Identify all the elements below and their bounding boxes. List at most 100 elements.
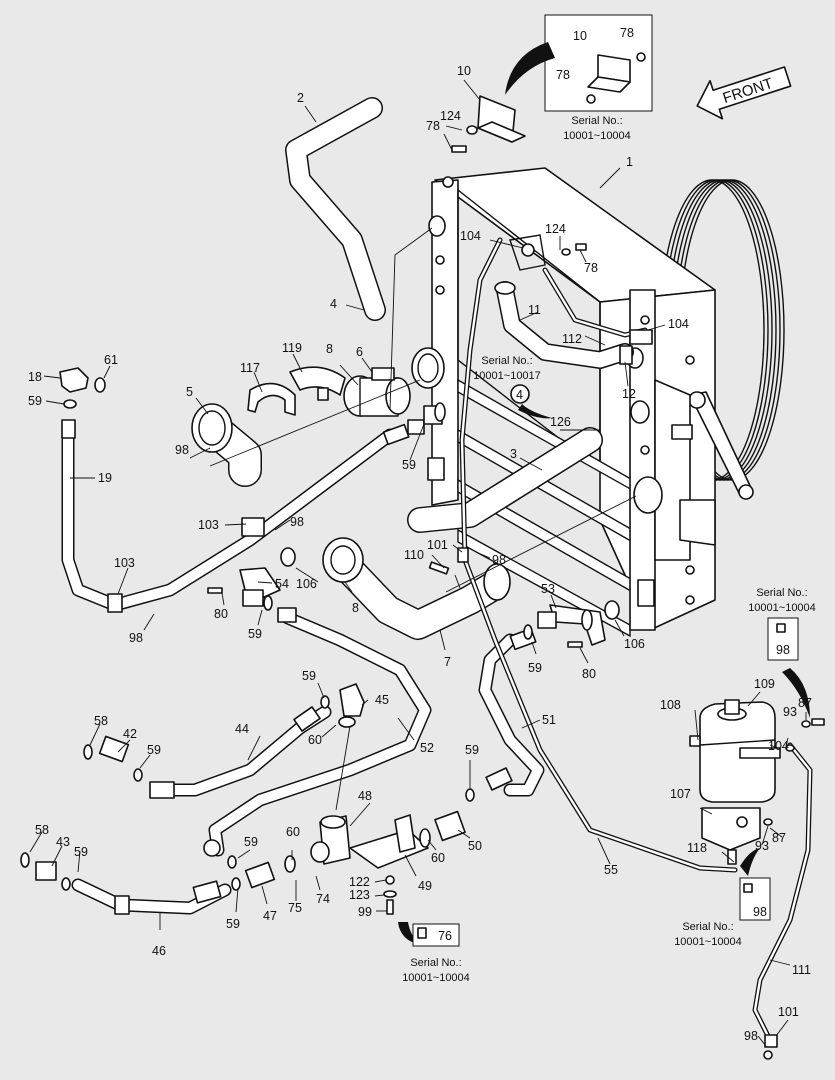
label-119: 119 (282, 341, 302, 355)
tube-55 (462, 557, 738, 873)
label-104b: 104 (668, 317, 689, 331)
circled-4: 4 (516, 388, 523, 402)
serial-bottom-line2: 10001~10004 (402, 972, 470, 984)
serial-note-top: Serial No.: 10001~10004 (563, 115, 631, 142)
label-61: 61 (104, 353, 118, 367)
label-12: 12 (622, 387, 636, 401)
label-47: 47 (263, 909, 277, 923)
label-44: 44 (235, 722, 249, 736)
label-101b: 101 (778, 1005, 799, 1019)
leader-lines (29, 79, 807, 1047)
label-59c: 59 (248, 627, 262, 641)
label-108: 108 (660, 698, 681, 712)
label-42: 42 (123, 727, 137, 741)
inset-label-10: 10 (573, 29, 587, 43)
label-48: 48 (358, 789, 372, 803)
label-60c: 60 (431, 851, 445, 865)
label-124a: 124 (440, 109, 461, 123)
boxed-76: 76 (438, 929, 452, 943)
label-5: 5 (186, 385, 193, 399)
label-46: 46 (152, 944, 166, 958)
label-78b: 78 (584, 261, 598, 275)
label-10: 10 (457, 64, 471, 78)
hose-52 (208, 607, 432, 857)
hose-46 (71, 878, 232, 915)
label-2: 2 (297, 91, 304, 105)
label-103b: 103 (114, 556, 135, 570)
fittings-upper (407, 402, 446, 435)
label-98c: 98 (129, 631, 143, 645)
serial-bottom-line1: Serial No.: (410, 957, 461, 969)
label-43: 43 (56, 835, 70, 849)
label-110: 110 (404, 548, 424, 562)
label-104a: 104 (460, 229, 481, 243)
tube-104-112 (459, 237, 648, 563)
label-1: 1 (626, 155, 633, 169)
label-53: 53 (541, 582, 555, 596)
label-60a: 60 (308, 733, 322, 747)
callout-circle-4: 4 (510, 384, 552, 419)
label-58a: 58 (94, 714, 108, 728)
hose-51 (478, 627, 545, 797)
label-4: 4 (330, 297, 337, 311)
serial-top-line1: Serial No.: (571, 115, 622, 127)
label-123: 123 (349, 888, 370, 902)
serial-rb-line2: 10001~10004 (674, 936, 742, 948)
label-18: 18 (28, 370, 42, 384)
serial-note-right-bottom: 98 Serial No.: 10001~10004 (674, 848, 771, 948)
label-98e: 98 (744, 1029, 758, 1043)
label-3: 3 (510, 447, 517, 461)
label-98d: 98 (492, 553, 506, 567)
serial-mid-line1: Serial No.: (481, 355, 532, 367)
label-51: 51 (542, 713, 556, 727)
label-59j: 59 (226, 917, 240, 931)
hose-5 (191, 366, 411, 487)
label-104c: 104 (768, 739, 789, 753)
label-55: 55 (604, 863, 618, 877)
label-50: 50 (468, 839, 482, 853)
serial-mid-line2: 10001~10017 (473, 370, 541, 382)
label-54: 54 (275, 577, 289, 591)
hose-44 (149, 705, 332, 799)
inset-label-78a: 78 (620, 26, 634, 40)
serial-note-bottom: 76 Serial No.: 10001~10004 (398, 922, 470, 984)
label-59e: 59 (302, 669, 316, 683)
label-58b: 58 (35, 823, 49, 837)
label-59a: 59 (28, 394, 42, 408)
label-78a: 78 (426, 119, 440, 133)
label-19: 19 (98, 471, 112, 485)
reservoir-tank (689, 699, 825, 865)
boxed-98-top: 98 (776, 643, 790, 657)
label-103a: 103 (198, 518, 219, 532)
label-98b: 98 (290, 515, 304, 529)
serial-top-line2: 10001~10004 (563, 130, 631, 142)
label-59d: 59 (528, 661, 542, 675)
label-59f: 59 (147, 743, 161, 757)
label-112: 112 (562, 332, 582, 346)
label-122: 122 (349, 875, 370, 889)
label-49: 49 (418, 879, 432, 893)
label-7: 7 (444, 655, 451, 669)
hose-2 (285, 97, 386, 321)
label-60b: 60 (286, 825, 300, 839)
label-80b: 80 (582, 667, 596, 681)
label-59h: 59 (244, 835, 258, 849)
label-106b: 106 (624, 637, 645, 651)
serial-rt-line1: Serial No.: (756, 587, 807, 599)
label-107: 107 (670, 787, 691, 801)
label-75: 75 (288, 901, 302, 915)
part-labels: 1 2 3 4 5 6 7 8 8 10 11 12 18 19 42 43 4… (28, 64, 812, 1043)
serial-rb-line1: Serial No.: (682, 921, 733, 933)
label-99: 99 (358, 905, 372, 919)
small-fittings (20, 95, 653, 915)
hose-19 (59, 367, 410, 613)
label-124b: 124 (545, 222, 566, 236)
boxed-98-bottom: 98 (753, 905, 767, 919)
label-87a: 87 (798, 696, 812, 710)
label-59i: 59 (74, 845, 88, 859)
label-93a: 93 (783, 705, 797, 719)
front-arrow: FRONT (696, 66, 792, 120)
label-74: 74 (316, 892, 330, 906)
label-8b: 8 (352, 601, 359, 615)
